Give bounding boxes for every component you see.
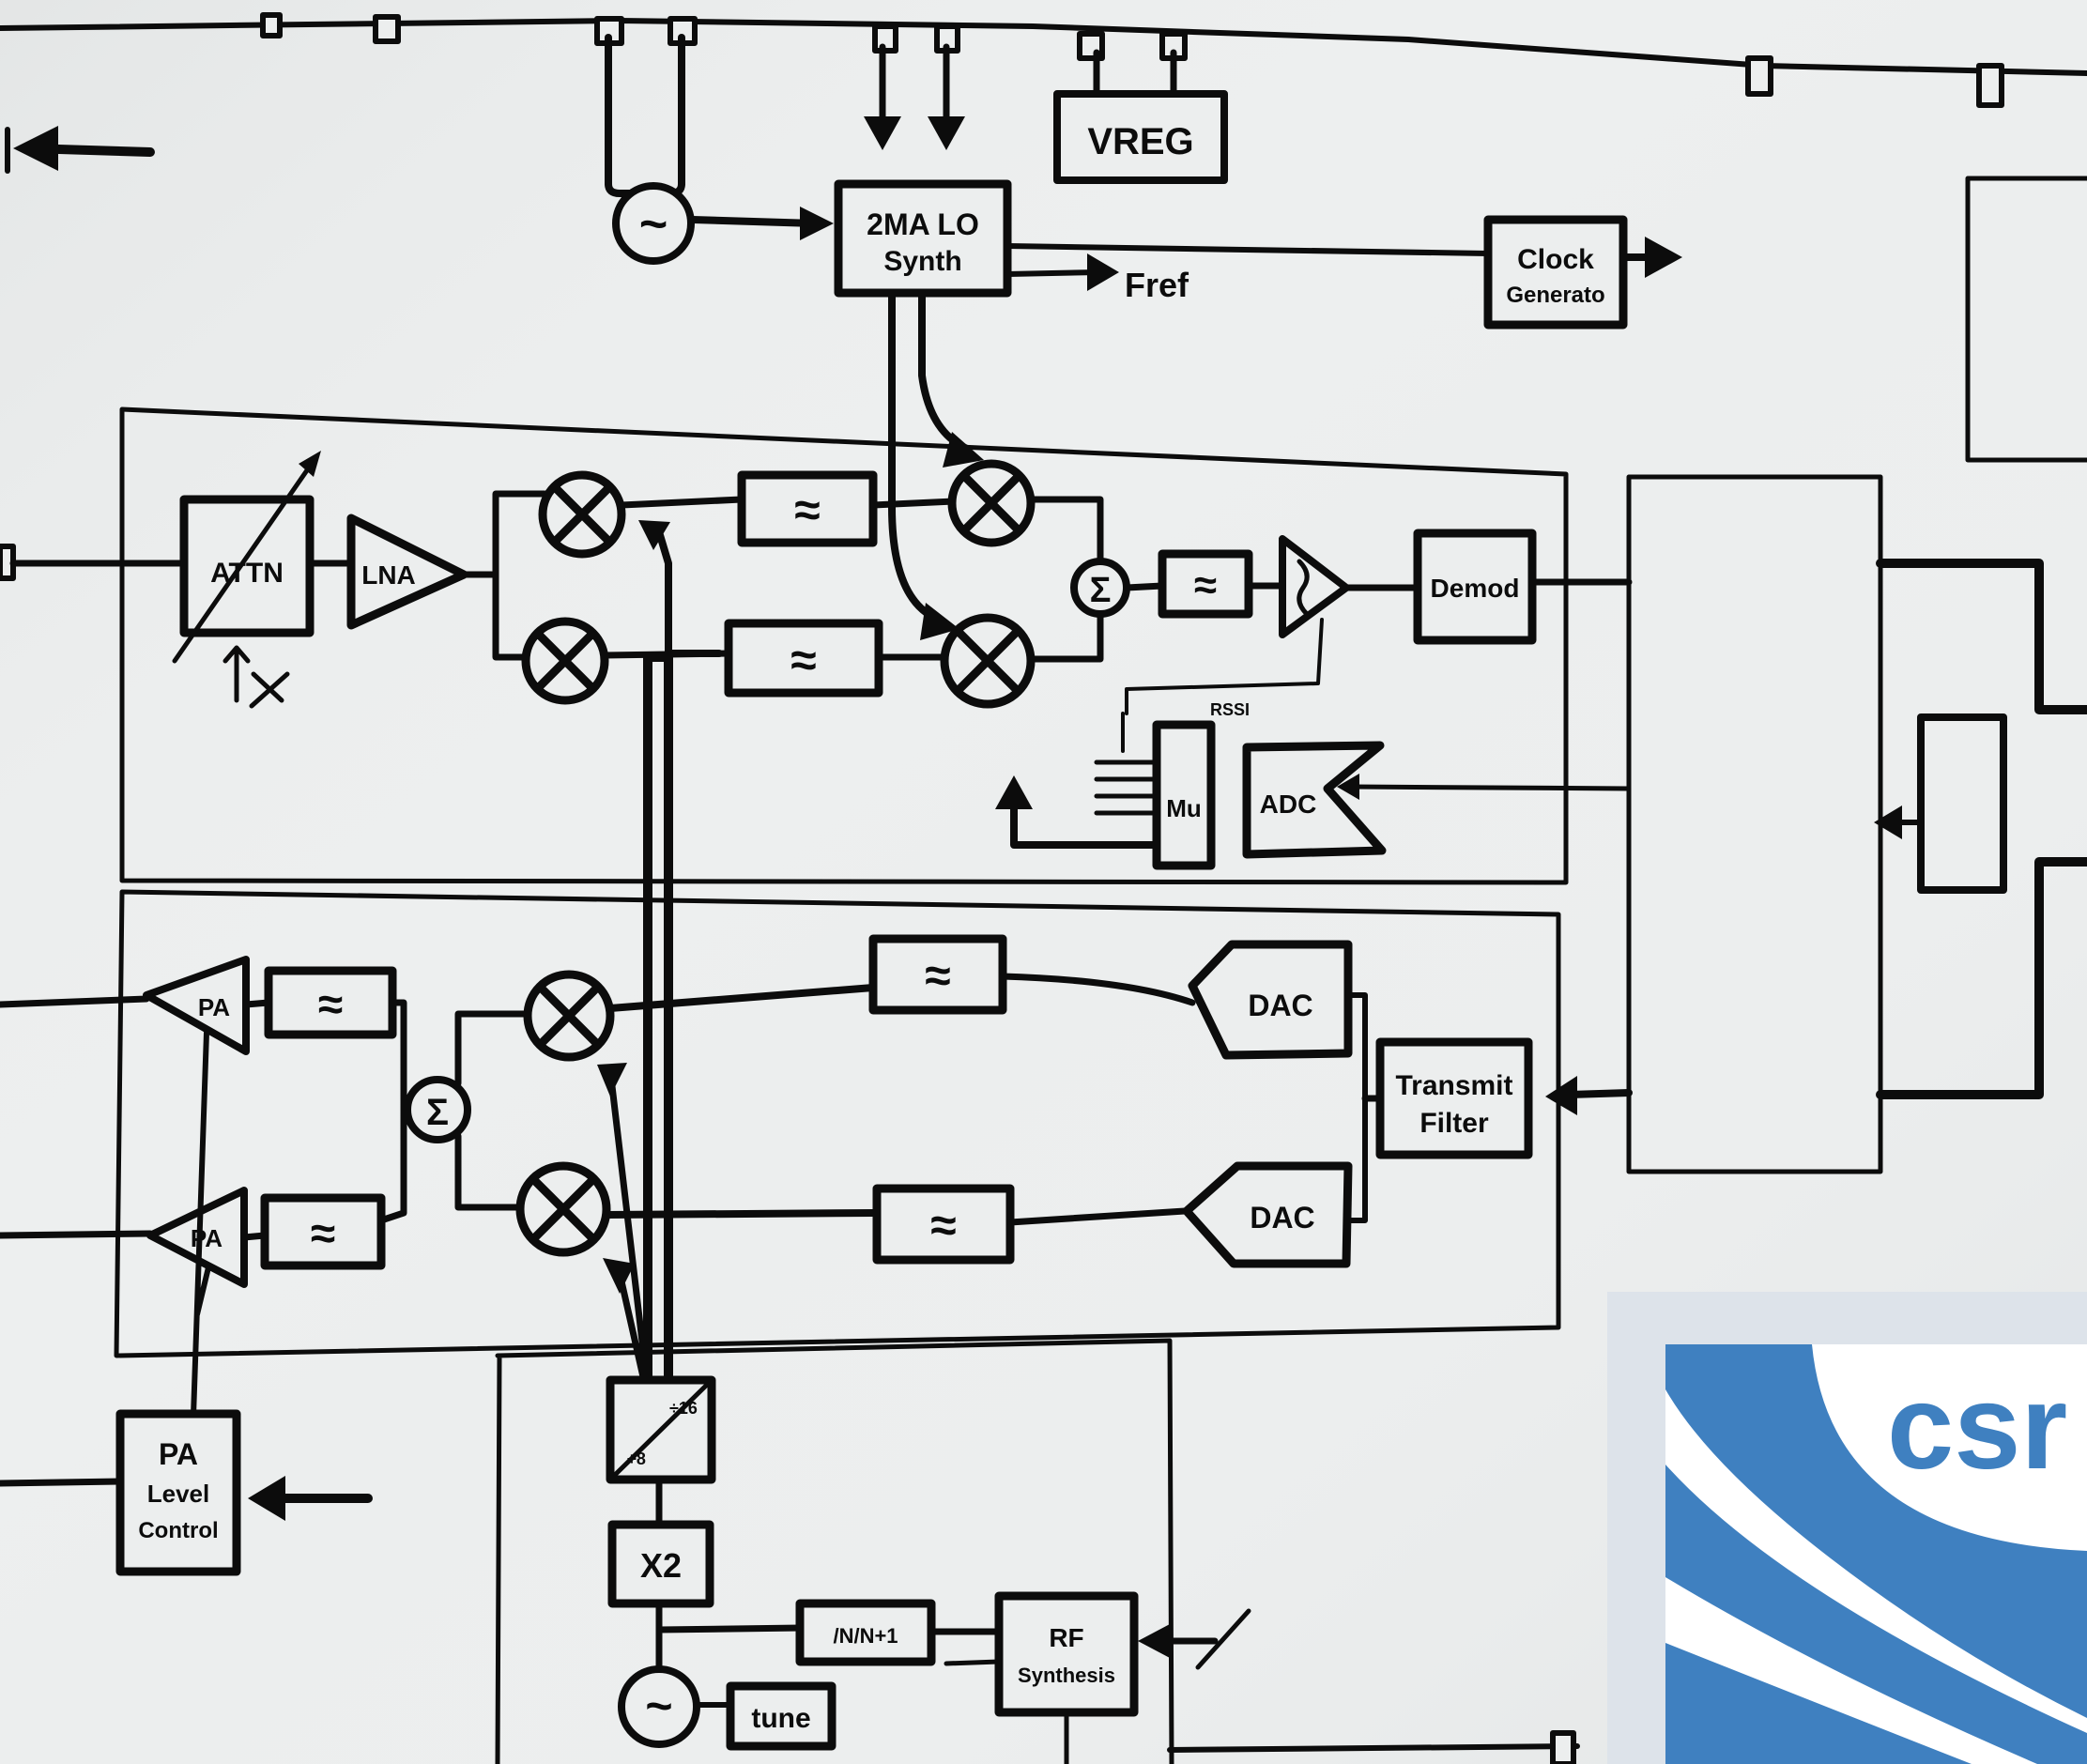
rx-mixer-q2 [944, 618, 1031, 704]
transmit-filter-block: Transmit Filter [1380, 1042, 1528, 1155]
dac-i-block: DAC [1192, 944, 1348, 1055]
rx-filter-i: ≈ [742, 475, 873, 543]
divider-label-bottom: ÷8 [627, 1450, 646, 1468]
rx-filter-i-symbol: ≈ [794, 483, 820, 536]
tx-mixer-i [528, 974, 610, 1057]
divider-label-top: ÷16 [669, 1399, 698, 1418]
dac-i-label: DAC [1248, 989, 1312, 1022]
rx-mixer-q [526, 621, 605, 700]
transmit-filter-label-1: Transmit [1395, 1070, 1512, 1101]
baseband-to-transmit-filter-line [1570, 1093, 1629, 1095]
baseband-to-adc-line [1352, 787, 1629, 789]
oscillator-symbol: ~ [639, 197, 668, 252]
tx-filter-i-symbol: ≈ [925, 949, 950, 1002]
n-divider-block: /N/N+1 [800, 1603, 931, 1662]
tx-pa-filter-i-symbol: ≈ [318, 980, 343, 1030]
rx-summer: Σ [1074, 561, 1127, 614]
demod-label: Demod [1431, 574, 1520, 603]
pa-level-left-line [0, 1481, 120, 1483]
vco-symbol: ~ [645, 1680, 672, 1732]
lo-synth-label-2: Synth [883, 246, 961, 277]
if-filter: ≈ [1162, 554, 1249, 614]
doubler-label: X2 [640, 1546, 682, 1585]
summer-to-filter-line [1127, 586, 1162, 588]
transmit-filter-label-2: Filter [1419, 1108, 1489, 1139]
lna-label: LNA [361, 560, 416, 590]
rx-mixer-i [543, 475, 621, 554]
rssi-label: RSSI [1210, 700, 1250, 719]
attn-label: ATTN [210, 558, 284, 589]
tune-block: tune [730, 1686, 832, 1746]
clock-generator-label-2: Generato [1506, 283, 1604, 308]
rx-filter-q: ≈ [729, 623, 879, 693]
pa-level-label-3: Control [138, 1518, 218, 1543]
csr-logo: csr [1607, 1292, 2087, 1764]
tx-filter-i: ≈ [873, 939, 1003, 1010]
tx-mixer-q [520, 1166, 606, 1252]
vreg-label: VREG [1087, 121, 1193, 162]
rf-synth-label-1: RF [1049, 1623, 1083, 1652]
rx-mixer-i2 [952, 464, 1031, 543]
pa-level-label-2: Level [147, 1480, 210, 1508]
if-filter-symbol: ≈ [1194, 562, 1217, 608]
csr-logo-text: csr [1887, 1360, 2067, 1495]
tx-pa-filter-q-symbol: ≈ [311, 1209, 335, 1259]
demod-block: Demod [1418, 533, 1532, 640]
adc-label: ADC [1260, 790, 1317, 819]
mux-label: Mu [1166, 794, 1202, 822]
pa-level-label-1: PA [159, 1437, 198, 1471]
tx-filter-q-symbol: ≈ [930, 1199, 956, 1251]
tx-pa-filter-i: ≈ [269, 971, 392, 1035]
tune-label: tune [751, 1703, 810, 1734]
dac-q-label: DAC [1250, 1201, 1314, 1235]
rf-synth-label-2: Synthesis [1018, 1664, 1115, 1687]
n-divider-label: /N/N+1 [833, 1624, 898, 1648]
divider-block: ÷16 ÷8 [610, 1380, 712, 1480]
pa-q-label: PA [191, 1224, 223, 1252]
pa-i-label: PA [198, 993, 230, 1021]
bottom-bus-pad [1553, 1733, 1573, 1764]
tx-summer-symbol: Σ [426, 1092, 449, 1133]
tx-filter-q: ≈ [877, 1189, 1010, 1260]
doubler-block: X2 [612, 1525, 710, 1603]
rx-summer-symbol: Σ [1090, 571, 1112, 610]
fref-label: Fref [1125, 266, 1189, 304]
rx-filter-q-symbol: ≈ [790, 634, 816, 686]
clock-generator-label-1: Clock [1517, 244, 1594, 275]
bottom-bus-line [1170, 1746, 1577, 1750]
lo-synth-label-1: 2MA LO [867, 207, 979, 241]
tx-pa-filter-q: ≈ [265, 1198, 381, 1265]
tx-summer: Σ [407, 1080, 468, 1140]
